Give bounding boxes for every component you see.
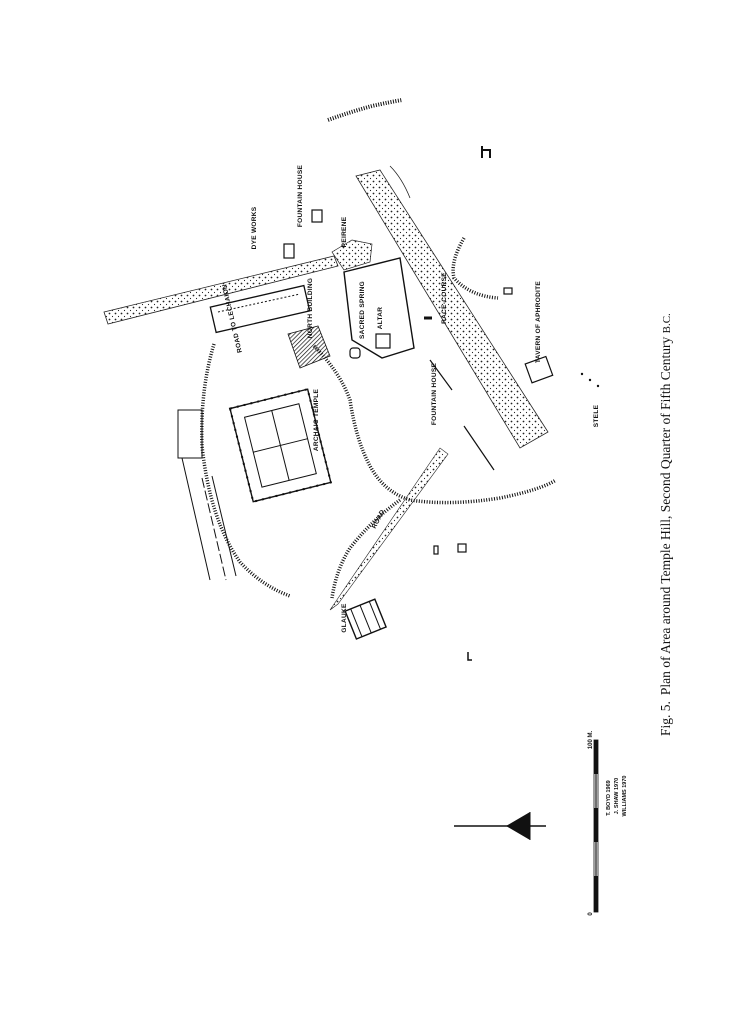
label-fountain-house-south: FOUNTAIN HOUSE [431, 363, 438, 426]
small-mark [467, 652, 472, 661]
west-enclosure [177, 409, 203, 459]
label-dye-works: DYE WORKS [251, 206, 258, 249]
stele-dot-c [596, 384, 600, 388]
label-glauke: GLAUKE [341, 603, 348, 633]
small-block-a [457, 543, 467, 553]
label-road: ROAD [371, 509, 387, 530]
north-arrow-icon [454, 812, 546, 840]
peirene-area [331, 239, 373, 271]
road-diagonal [329, 447, 449, 611]
label-stele: STELE [593, 404, 600, 427]
figure-number: Fig. 5. [658, 701, 673, 736]
credit-line-2: J. SHAW 1970 [614, 778, 620, 814]
label-fountain-house-north: FOUNTAIN HOUSE [297, 165, 304, 228]
tavern-of-aphrodite-building [524, 355, 554, 384]
sacred-spring-enclosure [343, 257, 415, 359]
stele-dot-a [580, 372, 584, 376]
label-peirene: PEIRENE [341, 216, 348, 247]
north-building-columns [217, 293, 301, 313]
race-course-curve [389, 165, 411, 199]
race-course-band [355, 169, 549, 449]
figure-title: Plan of Area around Temple Hill, Second … [658, 336, 673, 696]
label-archaic-temple: ARCHAIC TEMPLE [313, 388, 320, 451]
label-sacred-spring: SACRED SPRING [359, 281, 366, 339]
wall-line-a [463, 425, 495, 471]
scale-bar [593, 739, 599, 913]
figure-caption-wrap: Fig. 5. Plan of Area around Temple Hill, … [651, 296, 681, 736]
road-to-lechaion [103, 255, 339, 325]
archaic-temple [228, 387, 333, 503]
scale-start-label: 0 [588, 912, 594, 916]
glauke-building [344, 598, 387, 640]
dye-works-block [283, 243, 295, 259]
label-race-course: RACE-COURSE [441, 272, 448, 324]
label-tavern-of-aphrodite: TAVERN OF APHRODITE [535, 281, 542, 363]
west-wall-b [201, 477, 227, 581]
figure-era: B.C. [661, 313, 673, 334]
label-altar: ALTAR [377, 307, 384, 330]
credit-line-3: WILLIAMS 1970 [622, 776, 628, 817]
credit-line-1: T. BOYD 1969 [606, 780, 612, 815]
fountain-house-north-block [311, 209, 323, 223]
label-road-to-lechaion: ROAD TO LECHAION [221, 283, 244, 353]
marker-glyph [481, 146, 491, 158]
tavern-block-north [503, 287, 513, 295]
figure-caption: Fig. 5. Plan of Area around Temple Hill, … [651, 296, 681, 736]
altar-block [375, 333, 391, 349]
small-block-b [433, 545, 439, 555]
temple-hill-edge-east [312, 344, 557, 505]
glauke-edge [330, 498, 402, 599]
stele-dot-b [588, 378, 592, 382]
label-north-building: NORTH BUILDING [307, 278, 314, 339]
west-wall-a [181, 457, 211, 581]
small-round-block [349, 347, 361, 359]
terrace-edge-east [451, 237, 499, 300]
wall-line-b [429, 359, 453, 391]
scale-end-label: 100 M. [588, 730, 594, 749]
west-wall-c [211, 475, 237, 577]
terrace-edge-north [327, 98, 403, 122]
hatched-block [287, 325, 331, 369]
north-building [209, 284, 311, 334]
